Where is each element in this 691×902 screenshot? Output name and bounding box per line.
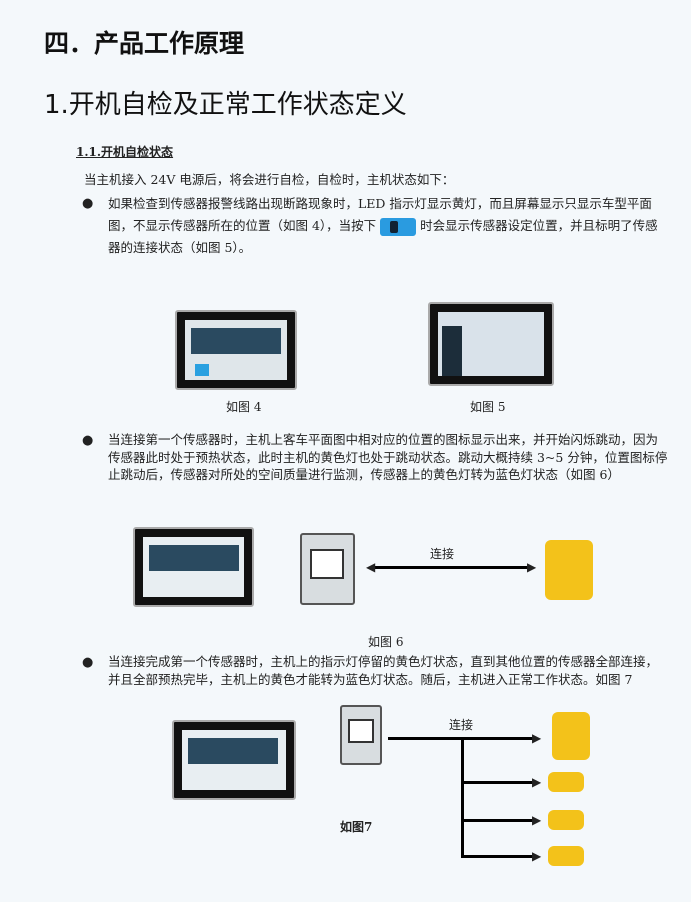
sensor-key-icon [380,217,417,236]
device-screen [348,719,374,743]
arrow-right-icon: ▶ [532,813,542,827]
sensor-device [548,772,584,792]
key-icon [195,364,209,376]
bullet-icon: ● [82,196,94,211]
figure-5-caption: 如图 5 [470,400,506,414]
figure-7-host-screen [172,720,296,800]
bullet-3: 当连接完成第一个传感器时，主机上的指示灯停留的黄色灯状态，直到其他位置的传感器全… [108,654,659,687]
sensor-device [545,540,593,600]
figure-4-image [175,310,297,390]
figure-7-caption: 如图7 [340,820,373,834]
figure-5-image [428,302,554,386]
section-title: 1.1.开机自检状态 [76,145,174,159]
bullet-1-text-a: 如果检查到传感器报警线路出现断路现象时，LED 指示灯显示黄灯，而且屏幕显示只显… [108,196,652,233]
figure-4-caption: 如图 4 [226,400,262,414]
bullet-1: 如果检查到传感器报警线路出现断路现象时，LED 指示灯显示黄灯，而且屏幕显示只显… [108,193,668,259]
sensor-device [548,846,584,866]
arrow-right-icon: ▶ [527,560,537,574]
bus-plan [442,326,462,376]
bullet-1-text-b: 时会显示传感器设定位置，并且标明了传感器的连接状态（如图 5）。 [108,218,658,255]
figure-6-caption: 如图 6 [368,635,404,649]
arrow-right-icon: ▶ [532,775,542,789]
device-screen [310,549,344,579]
bullet-icon: ● [82,433,94,448]
bullet-icon: ● [82,655,94,670]
heading-1: 四．产品工作原理 [44,29,245,58]
arrow-right-icon: ▶ [532,731,542,745]
branch-arrow [461,781,536,784]
host-device [300,533,355,605]
branch-arrow [461,855,536,858]
connect-arrow [372,566,530,569]
bus-plan [149,545,239,571]
bullet-2: 当连接第一个传感器时，主机上客车平面图中相对应的位置的图标显示出来，并开始闪烁跳… [108,432,668,482]
heading-2: 1.开机自检及正常工作状态定义 [44,90,407,120]
branch-arrow [461,819,536,822]
connect-label: 连接 [449,718,474,732]
sensor-device [552,712,590,760]
bus-plan [188,738,278,764]
arrow-left-icon: ◀ [366,560,376,574]
figure-6-host-screen [133,527,254,607]
connect-label: 连接 [430,547,455,561]
branch-line [461,737,464,857]
sensor-device [548,810,584,830]
host-device [340,705,382,765]
intro-text: 当主机接入 24V 电源后，将会进行自检，自检时，主机状态如下： [84,172,455,187]
arrow-right-icon: ▶ [532,849,542,863]
bus-plan [191,328,281,354]
